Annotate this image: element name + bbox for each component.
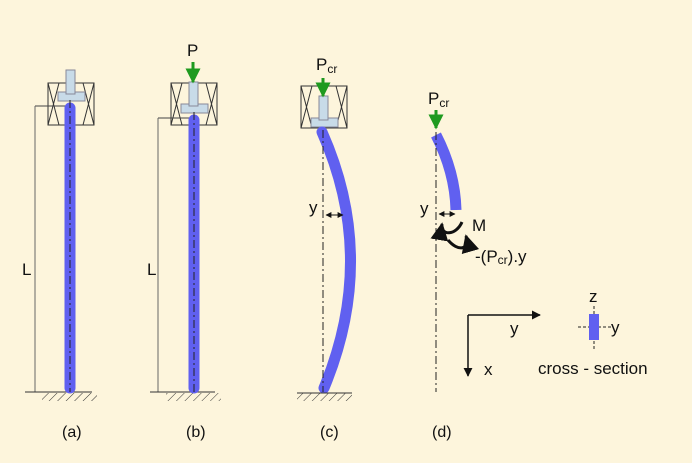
cross-section: z y cross - section (538, 287, 648, 378)
load-label: P (187, 41, 198, 60)
cross-section-z-label: z (589, 287, 598, 306)
reaction-moment-label: -(Pcr).y (475, 247, 527, 267)
deflection-label: y (309, 198, 318, 217)
caption-c: (c) (320, 424, 339, 441)
caption-b: (b) (186, 424, 206, 441)
ground-support (297, 393, 352, 401)
cross-section-caption: cross - section (538, 359, 648, 378)
panel-d: Pcr y M -(Pcr).y (d) (420, 89, 527, 441)
internal-moment-arrow (430, 221, 464, 242)
length-label: L (147, 260, 156, 279)
caption-d: (d) (432, 424, 452, 441)
ground-support (42, 393, 97, 401)
load-label: Pcr (316, 55, 337, 76)
moment-label: M (472, 216, 486, 235)
panel-a: L (a) (22, 69, 97, 441)
buckled-column (316, 126, 356, 394)
caption-a: (a) (62, 424, 82, 441)
reaction-moment-arrow (446, 234, 480, 255)
load-label: Pcr (428, 89, 449, 110)
ground-support (166, 393, 221, 401)
cross-section-rect (589, 314, 599, 340)
deflection-label: y (420, 199, 429, 218)
panel-c: Pcr y (c) (297, 55, 356, 441)
free-body-segment (431, 132, 462, 211)
x-axis-label: x (484, 360, 493, 379)
coordinate-axes: y x (463, 310, 541, 379)
length-label: L (22, 260, 31, 279)
panel-b: P L (b) (147, 41, 221, 441)
cross-section-y-label: y (611, 318, 620, 337)
y-axis-label: y (510, 319, 519, 338)
